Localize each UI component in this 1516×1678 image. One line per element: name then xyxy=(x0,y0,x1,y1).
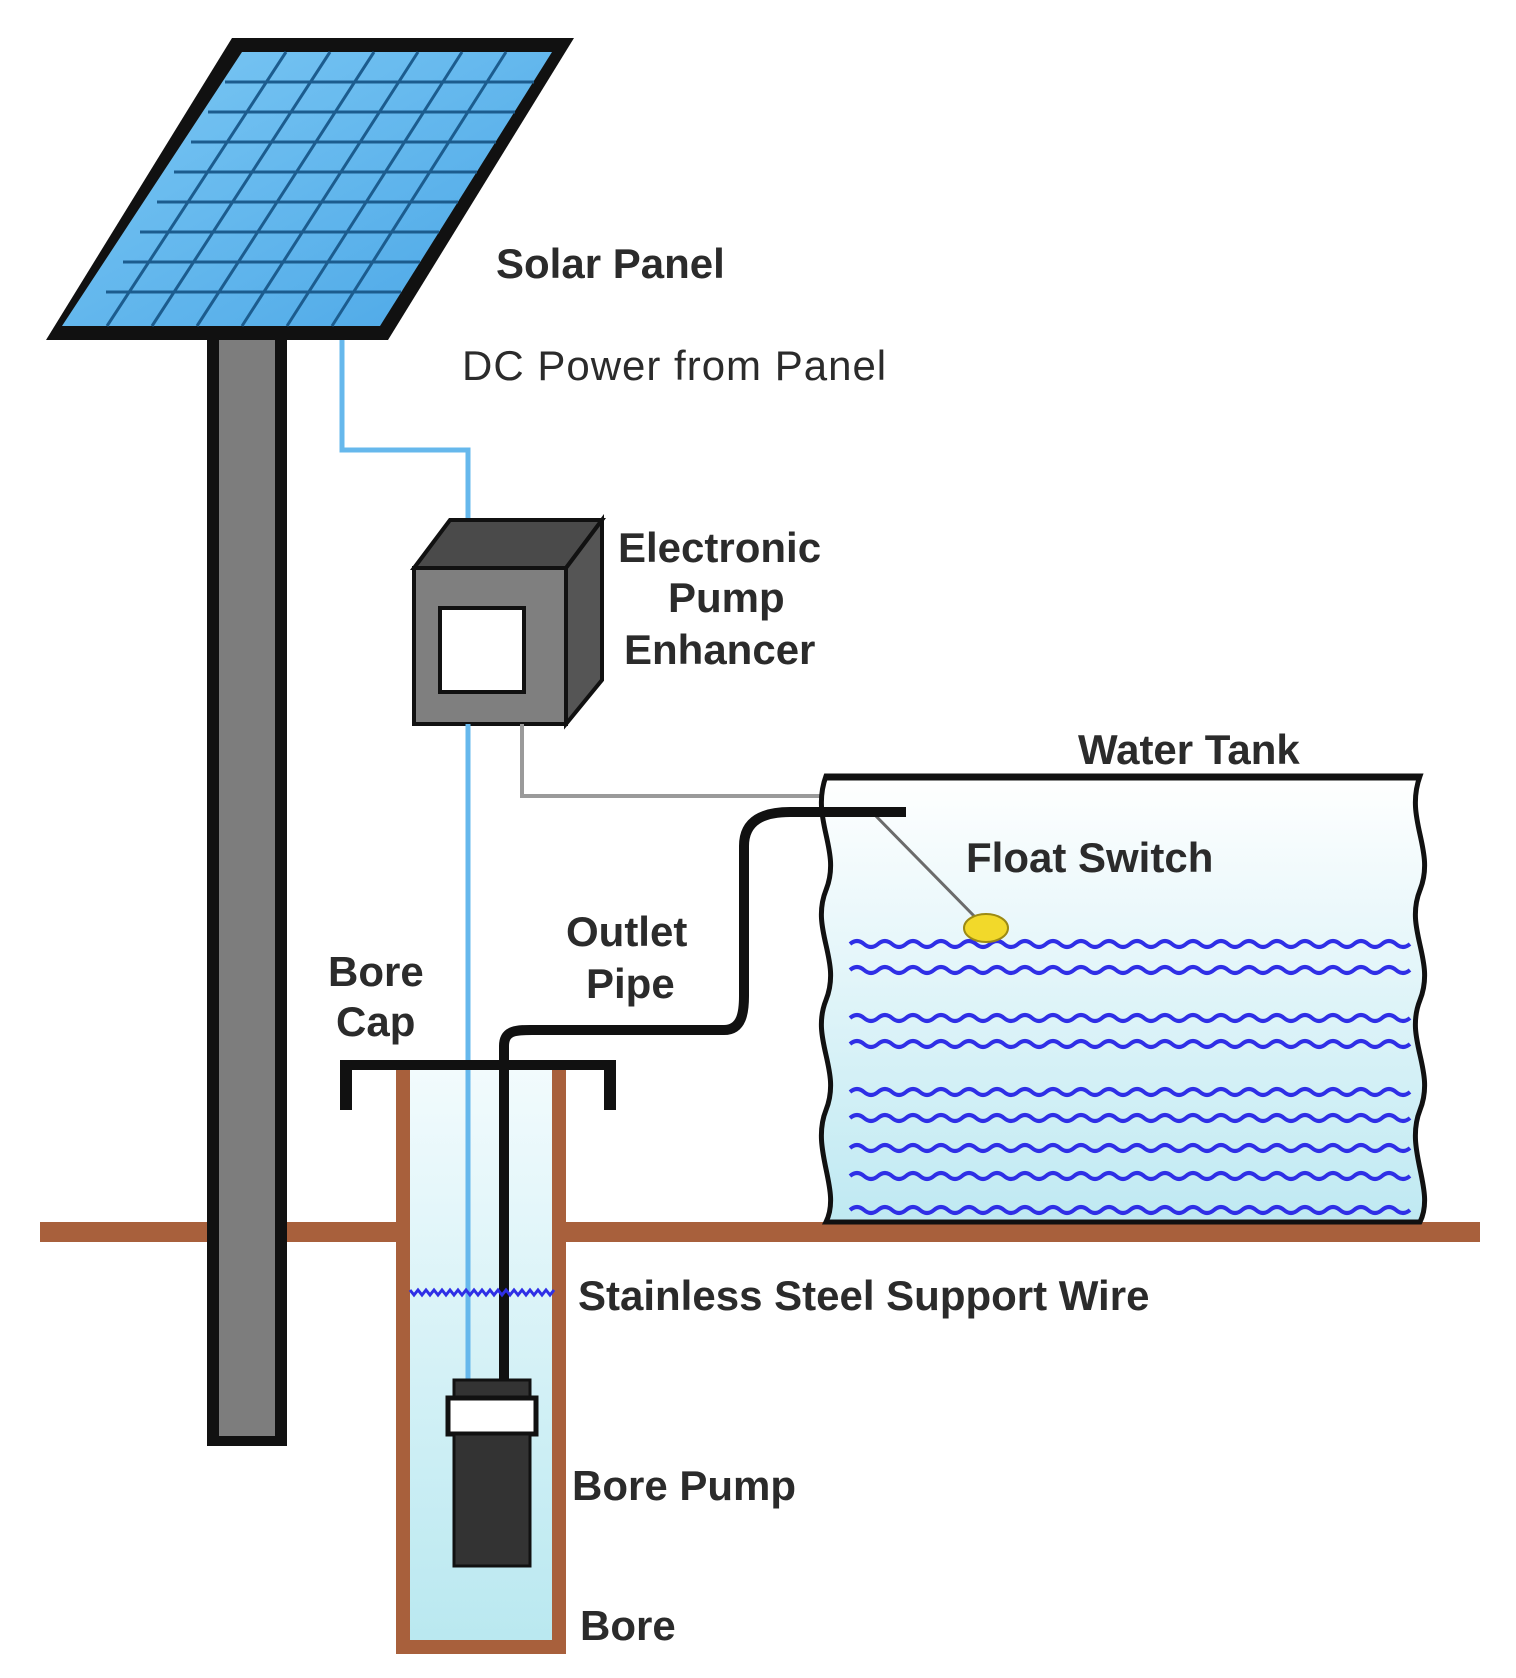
water-tank xyxy=(819,773,1427,1225)
label-bore-pump: Bore Pump xyxy=(572,1462,796,1509)
label-outlet-line2: Pipe xyxy=(586,960,675,1007)
water-wave-7 xyxy=(848,1143,1412,1153)
label-outlet-line1: Outlet xyxy=(566,908,687,955)
label-water-tank: Water Tank xyxy=(1078,726,1300,773)
tank-water-waves xyxy=(848,939,1412,1215)
water-wave-5 xyxy=(848,1087,1412,1097)
water-wave-9 xyxy=(848,1205,1412,1215)
water-wave-6 xyxy=(848,1113,1412,1123)
solar-panel xyxy=(46,38,574,340)
label-enhancer-line2: Pump xyxy=(668,574,785,621)
label-bore: Bore xyxy=(580,1602,676,1649)
label-bore-cap-line2: Cap xyxy=(336,998,415,1045)
label-bore-cap-line1: Bore xyxy=(328,948,424,995)
label-support-wire: Stainless Steel Support Wire xyxy=(578,1272,1149,1319)
label-float-switch: Float Switch xyxy=(966,834,1213,881)
water-wave-3 xyxy=(848,1013,1412,1023)
water-wave-1 xyxy=(848,939,1412,949)
water-wave-8 xyxy=(848,1171,1412,1181)
bore-pump xyxy=(445,1378,539,1568)
water-wave-4 xyxy=(848,1039,1412,1049)
float-switch-wire xyxy=(520,724,846,798)
support-wire xyxy=(408,1287,556,1298)
pump-enhancer-box xyxy=(410,514,606,730)
water-wave-2 xyxy=(848,965,1412,975)
float-switch-arm xyxy=(868,808,980,922)
label-enhancer-line3: Enhancer xyxy=(624,626,815,673)
panel-pole-fill xyxy=(219,328,275,1436)
label-dc-power: DC Power from Panel xyxy=(462,342,887,389)
float-switch xyxy=(963,913,1009,943)
outlet-pipe xyxy=(499,807,906,1070)
label-solar-panel: Solar Panel xyxy=(496,240,725,287)
panel-grid xyxy=(105,51,534,327)
dc-power-wire xyxy=(339,340,471,530)
bore-cap xyxy=(340,1060,616,1110)
label-enhancer-line1: Electronic xyxy=(618,524,821,571)
